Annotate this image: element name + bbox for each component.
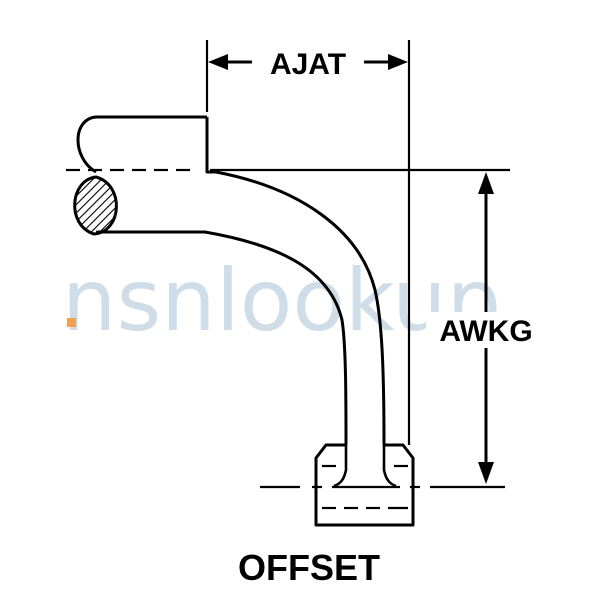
caption-offset: OFFSET: [238, 547, 380, 588]
arrow-down-icon: [478, 462, 494, 484]
pipe-upper-edge: [215, 170, 386, 446]
pipe-end-outline: [76, 115, 216, 174]
arrow-up-icon: [478, 172, 494, 194]
socket-fitting: [314, 443, 415, 527]
socket-dashes: [322, 464, 408, 510]
pipe-drawing: [76, 115, 386, 446]
watermark-dot: [67, 318, 76, 327]
side-dimension: AWKG: [426, 172, 546, 484]
extension-lines: [205, 40, 411, 445]
top-dimension: AJAT: [208, 48, 408, 81]
pipe-cross-section: [73, 175, 118, 236]
arrow-right-icon: [388, 54, 408, 70]
label-awkg: AWKG: [439, 315, 532, 348]
label-ajat: AJAT: [270, 48, 346, 81]
arrow-left-icon: [208, 54, 228, 70]
pipe-lower-edge: [98, 230, 348, 446]
